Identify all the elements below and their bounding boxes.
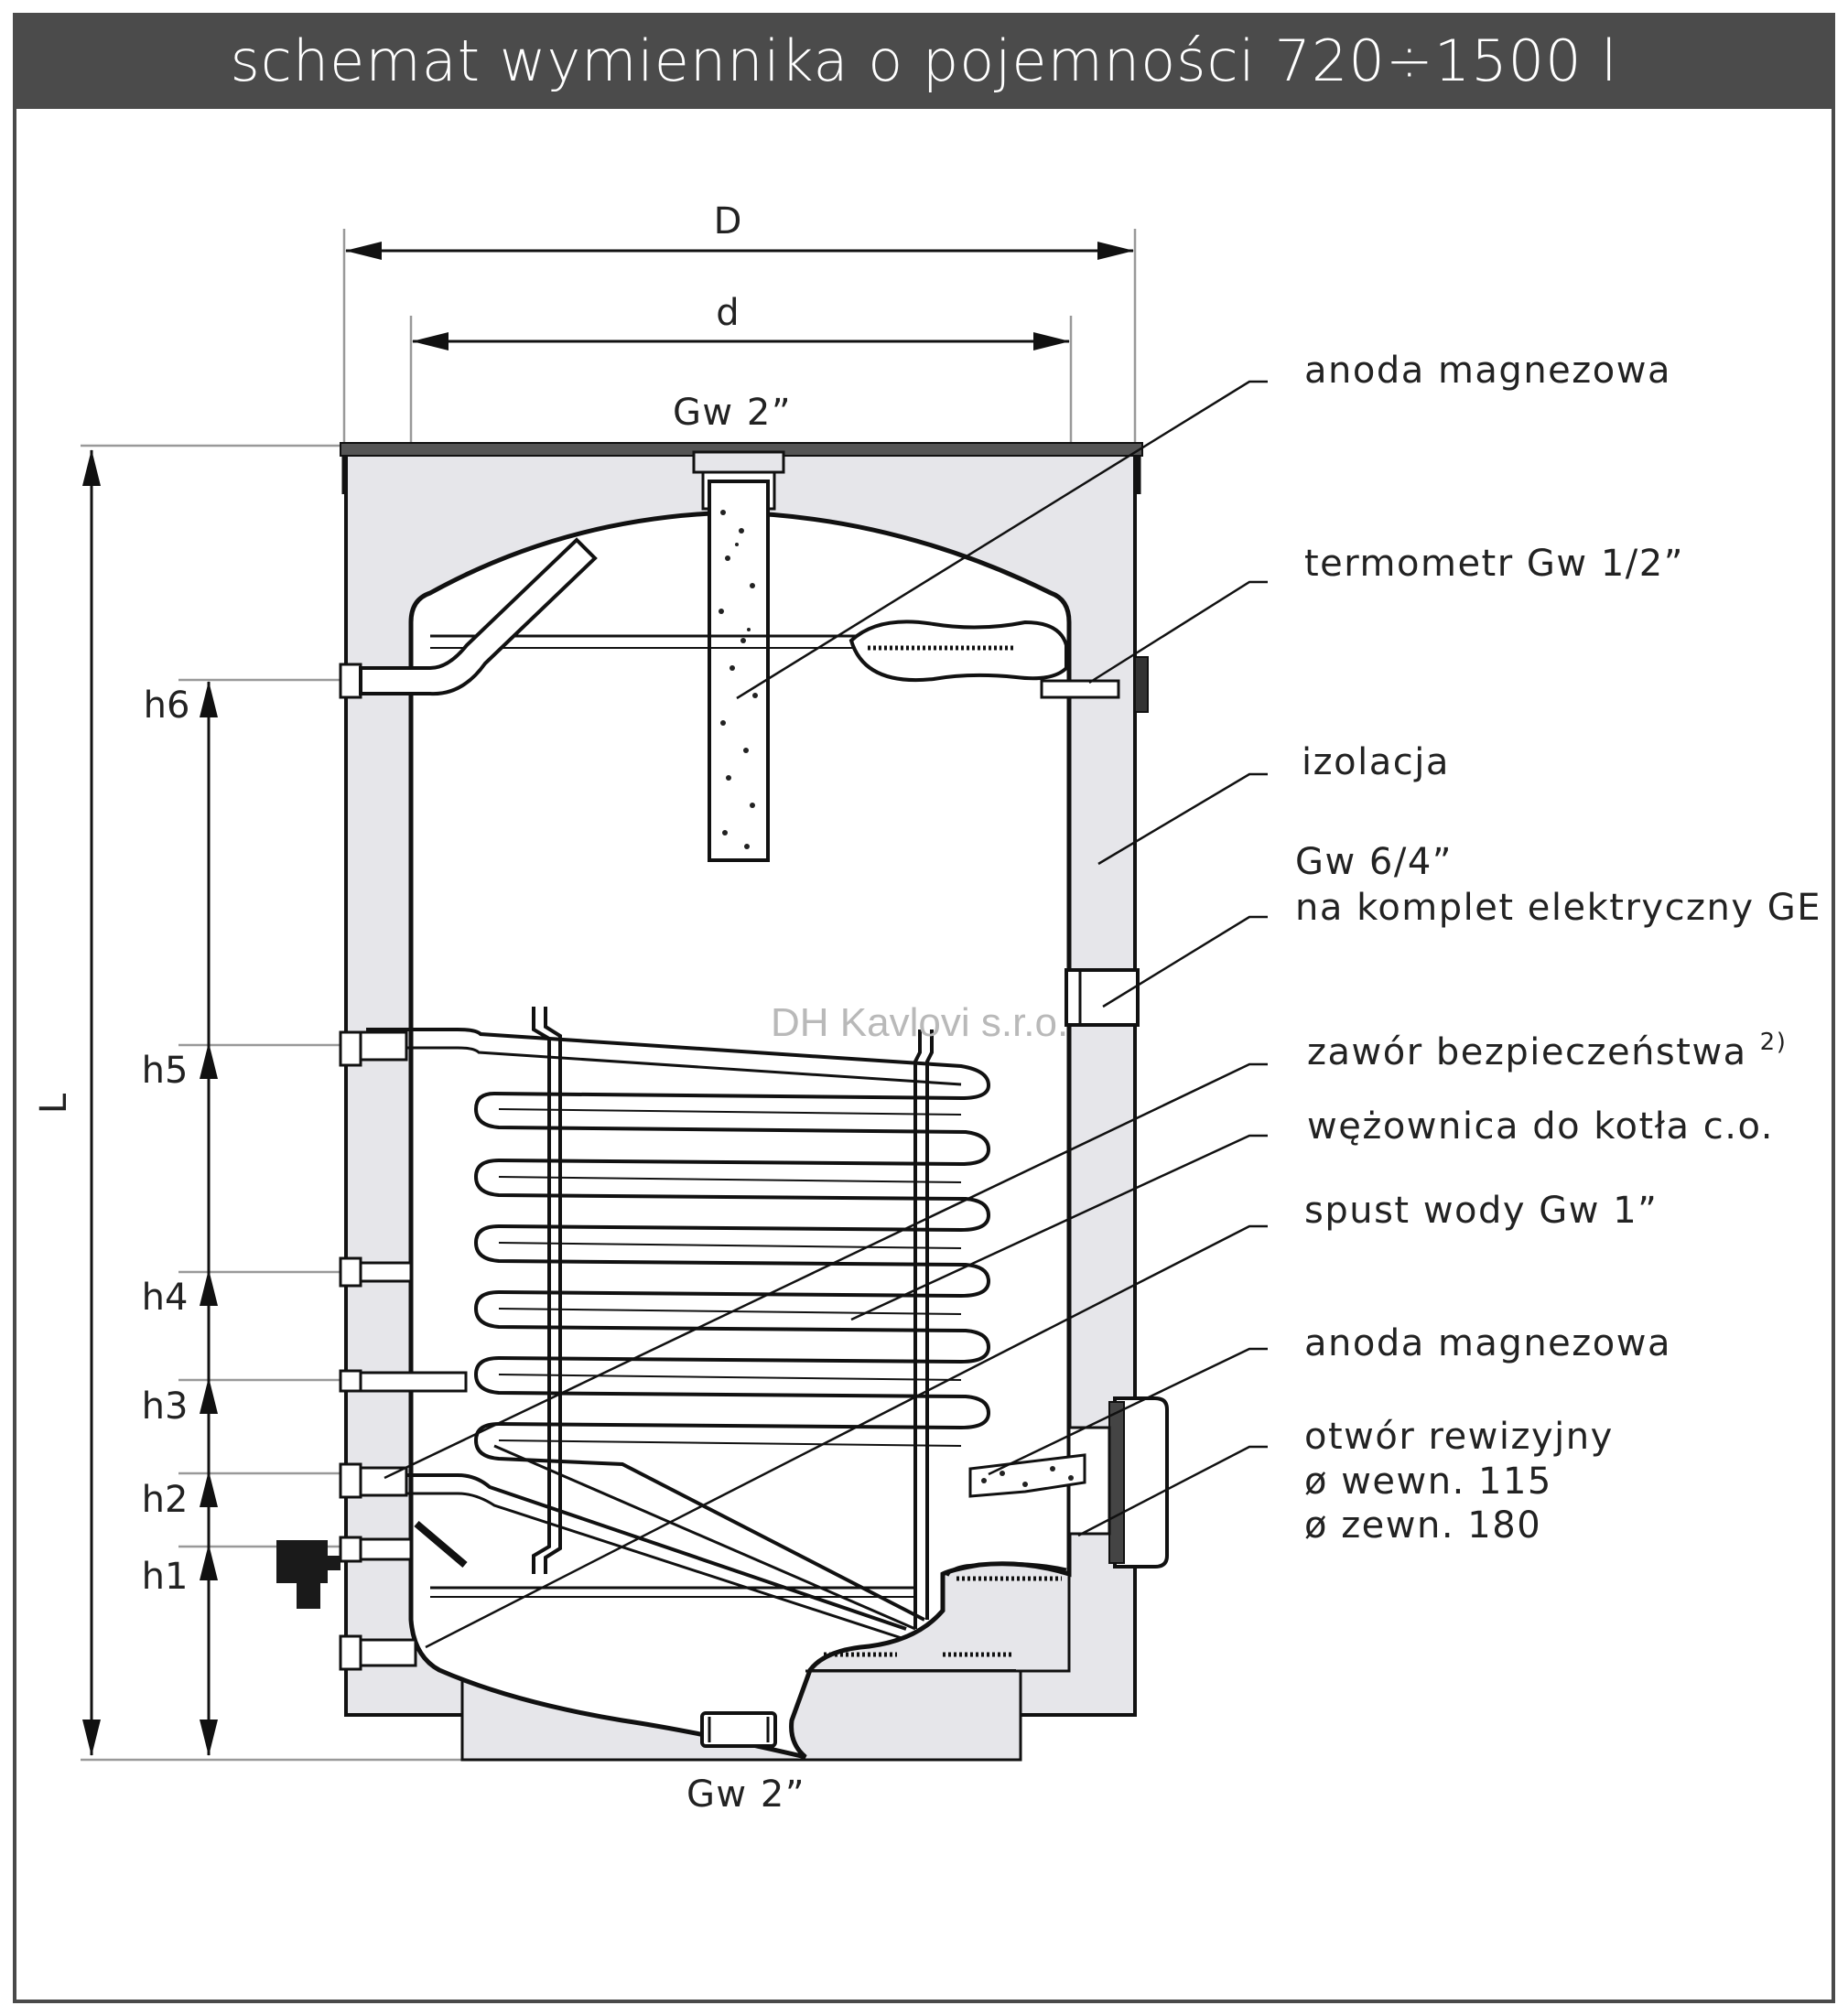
top-connection-label: Gw 2” xyxy=(673,392,792,434)
heating-coil xyxy=(366,1028,991,1640)
h6-pipe xyxy=(339,537,598,699)
label-inspection-2: ø wewn. 115 xyxy=(1304,1461,1552,1503)
label-thermometer: termometr Gw 1/2” xyxy=(1304,543,1684,585)
dim-h5-label: h5 xyxy=(142,1050,189,1092)
top-socket xyxy=(692,450,785,474)
dim-h2-label: h2 xyxy=(142,1479,189,1521)
label-anode-bottom: anoda magnezowa xyxy=(1304,1322,1671,1364)
side-connections xyxy=(339,1030,468,1671)
label-anode-top: anoda magnezowa xyxy=(1304,350,1671,392)
label-electric-1: Gw 6/4” xyxy=(1295,841,1453,883)
leader-lines xyxy=(384,380,1268,1649)
dim-D-label: D xyxy=(714,200,742,243)
label-inspection-1: otwór rewizyjny xyxy=(1304,1416,1614,1458)
watermark: DH Kavlovi s.r.o. xyxy=(771,1000,1068,1045)
top-anode xyxy=(708,480,770,862)
label-inspection-3: ø zewn. 180 xyxy=(1304,1504,1541,1547)
label-electric-2: na komplet elektryczny GE xyxy=(1295,887,1821,929)
inspection-opening xyxy=(968,1396,1169,1569)
title-bar: schemat wymiennika o pojemności 720÷1500… xyxy=(13,13,1835,109)
dim-h4-label: h4 xyxy=(142,1277,189,1319)
dim-L-label: L xyxy=(33,1093,75,1114)
thermometer-sleeve xyxy=(848,620,1149,713)
dim-d-label: d xyxy=(716,292,739,334)
dim-h1-label: h1 xyxy=(142,1556,189,1598)
dimension-lines xyxy=(82,242,1134,1756)
bottom-detail xyxy=(824,1561,1067,1657)
label-drain: spust wody Gw 1” xyxy=(1304,1190,1658,1232)
electric-heater-port xyxy=(1064,968,1140,1027)
bottom-connection-label: Gw 2” xyxy=(686,1773,805,1816)
dim-h6-label: h6 xyxy=(144,685,190,727)
bottom-socket xyxy=(700,1711,777,1748)
dim-h3-label: h3 xyxy=(142,1385,189,1428)
coil-supports xyxy=(532,1007,934,1629)
drain-valve xyxy=(276,1520,468,1609)
label-coil: wężownica do kotła c.o. xyxy=(1307,1105,1774,1148)
diagram-title: schemat wymiennika o pojemności 720÷1500… xyxy=(230,27,1618,94)
label-insulation: izolacja xyxy=(1302,741,1450,783)
